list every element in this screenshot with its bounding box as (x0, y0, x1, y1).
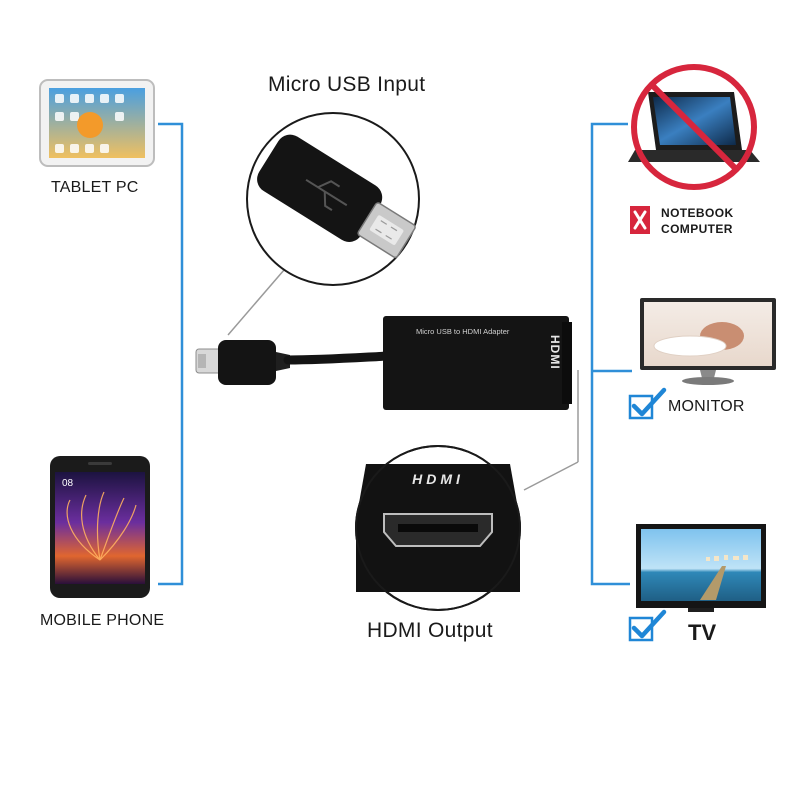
monitor-image (640, 298, 776, 385)
tv-label: TV (688, 620, 717, 645)
tv-image (636, 524, 766, 612)
cross-icon (630, 206, 650, 234)
mobile-phone-image: 08 (50, 456, 150, 598)
micro-usb-input-label: Micro USB Input (268, 73, 426, 96)
adapter-side-logo: HDMI (548, 335, 562, 370)
mobile-phone-label: MOBILE PHONE (40, 612, 165, 629)
tablet-pc-label: TABLET PC (51, 179, 139, 196)
adapter-body-text: Micro USB to HDMI Adapter (416, 327, 510, 336)
check-icon-monitor (628, 387, 667, 420)
tablet-pc-image (39, 79, 155, 167)
hdmi-output-label: HDMI Output (367, 619, 493, 642)
hdmi-port-logo: HDMI (412, 471, 464, 487)
adapter-cable (195, 340, 393, 385)
micro-usb-magnifier (227, 112, 420, 336)
adapter-body: Micro USB to HDMI Adapter HDMI (383, 316, 572, 410)
hdmi-port-magnifier: HDMI (355, 370, 579, 611)
right-bracket-lines (590, 122, 632, 586)
usb-symbol-icon (305, 178, 348, 211)
svg-text:08: 08 (62, 478, 74, 489)
monitor-label: MONITOR (668, 398, 745, 415)
check-icon-tv (628, 609, 667, 642)
notebook-label-line1: NOTEBOOK (661, 206, 734, 220)
prohibited-icon (631, 64, 757, 190)
notebook-label-line2: COMPUTER (661, 222, 733, 236)
left-bracket-lines (158, 122, 184, 586)
